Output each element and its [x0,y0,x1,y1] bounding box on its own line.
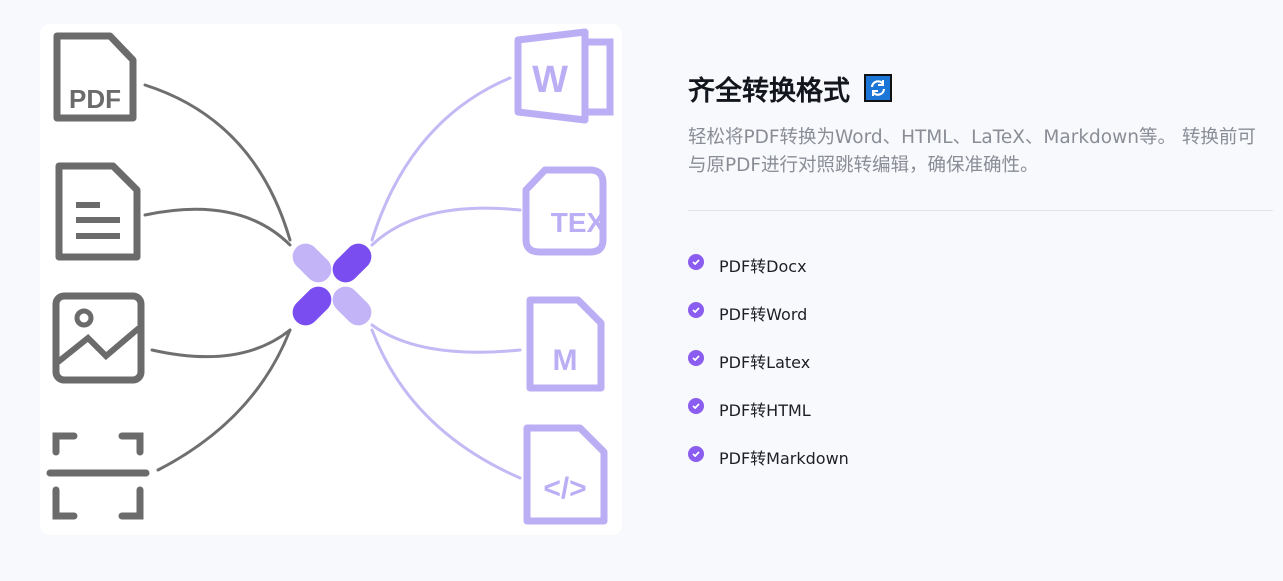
feature-title: 齐全转换格式 [688,68,1273,108]
feature-item-label: PDF转Word [719,305,808,324]
image-icon [52,292,145,384]
feature-item: PDF转Docx [688,241,1273,289]
check-circle-icon [688,302,704,318]
feature-item-label: PDF转Markdown [719,449,849,468]
svg-text:</>: </> [543,472,586,505]
check-circle-icon [688,254,704,270]
divider [688,210,1273,211]
check-circle-icon [688,398,704,414]
svg-text:PDF: PDF [69,84,121,114]
feature-item-label: PDF转Latex [719,353,811,372]
svg-text:M: M [553,344,578,377]
feature-item-label: PDF转HTML [719,401,811,420]
feature-item-label: PDF转Docx [719,257,807,276]
sync-icon [864,74,892,102]
feature-title-text: 齐全转换格式 [688,75,850,107]
svg-text:W: W [532,59,568,101]
gray-connectors [143,83,292,472]
feature-item: PDF转HTML [688,385,1273,433]
html-code-file-icon: </> [523,424,608,525]
lavender-connectors [370,76,522,480]
word-icon: W [514,28,614,124]
document-icon [55,162,141,261]
conversion-illustration: PDF W TEX [40,24,622,535]
scan-icon [46,432,150,520]
feature-section: 齐全转换格式 轻松将PDF转换为Word、HTML、LaTeX、Markdown… [688,68,1273,481]
app-logo [292,243,372,326]
check-circle-icon [688,446,704,462]
markdown-file-icon: M [526,296,605,392]
svg-text:TEX: TEX [551,207,606,238]
feature-item: PDF转Markdown [688,433,1273,481]
feature-item: PDF转Latex [688,337,1273,385]
feature-description: 轻松将PDF转换为Word、HTML、LaTeX、Markdown等。 转换前可… [688,127,1256,176]
feature-list: PDF转Docx PDF转Word PDF转Latex PDF转HTML PDF… [688,241,1273,481]
check-circle-icon [688,350,704,366]
pdf-file-icon: PDF [53,32,137,122]
feature-item: PDF转Word [688,289,1273,337]
tex-file-icon: TEX [522,166,607,256]
